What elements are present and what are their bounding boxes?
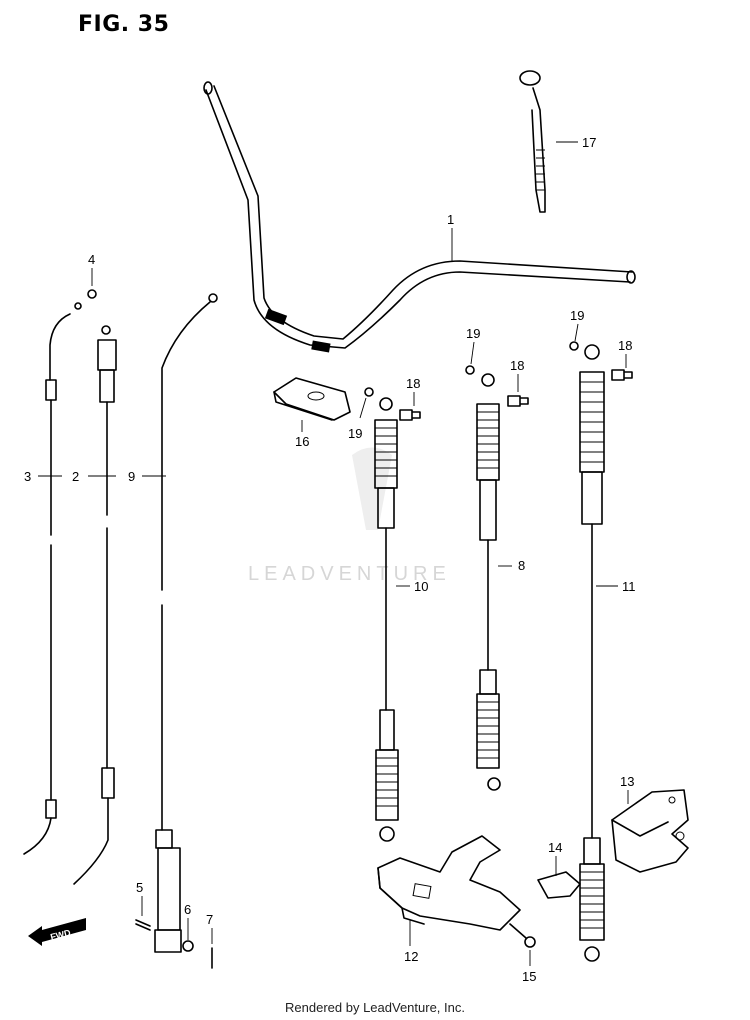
callout-3: 3 [24, 469, 31, 484]
callout-1: 1 [447, 212, 454, 227]
footer-credit: Rendered by LeadVenture, Inc. [285, 1000, 465, 1015]
cable-8 [476, 373, 501, 791]
watermark-text: LEADVENTURE [248, 563, 451, 585]
callout-19c: 19 [570, 308, 584, 323]
callout-17: 17 [582, 135, 596, 150]
bracket-13 [611, 789, 689, 873]
bolts-18-washers-19 [364, 341, 633, 421]
callout-18b: 18 [510, 358, 524, 373]
callout-19a: 19 [348, 426, 362, 441]
callout-18a: 18 [406, 376, 420, 391]
figure-title: FIG. 35 [78, 12, 170, 37]
watermark: LEADVENTURE [248, 447, 451, 585]
callout-9: 9 [128, 469, 135, 484]
callout-18c: 18 [618, 338, 632, 353]
bolt-15 [509, 923, 536, 948]
bolt-17 [519, 70, 546, 213]
handlebar-part [203, 81, 636, 353]
cable-11 [579, 344, 605, 962]
callout-2: 2 [72, 469, 79, 484]
callout-6: 6 [184, 902, 191, 917]
forward-label: FWD [49, 927, 72, 942]
callout-11: 11 [622, 579, 636, 594]
cable-3 [23, 302, 82, 855]
callout-5: 5 [136, 880, 143, 895]
bracket-12 [377, 835, 521, 931]
cable-9 [154, 293, 218, 953]
callout-labels: 1 2 3 4 5 6 7 8 9 10 11 12 13 14 15 16 1… [24, 135, 636, 984]
cable-10 [374, 397, 399, 842]
callout-16: 16 [295, 434, 309, 449]
callout-4: 4 [88, 252, 95, 267]
callout-15: 15 [522, 969, 536, 984]
small-hardware [87, 289, 213, 969]
callout-8: 8 [518, 558, 525, 573]
callout-13: 13 [620, 774, 634, 789]
callout-19b: 19 [466, 326, 480, 341]
bracket-16 [273, 377, 351, 421]
leader-lines [38, 141, 629, 966]
callout-14: 14 [548, 840, 562, 855]
forward-direction-arrow: FWD [28, 918, 86, 946]
callout-12: 12 [404, 949, 418, 964]
callout-7: 7 [206, 912, 213, 927]
cable-2 [73, 325, 117, 885]
callout-10: 10 [414, 579, 428, 594]
clip-14 [537, 871, 581, 899]
